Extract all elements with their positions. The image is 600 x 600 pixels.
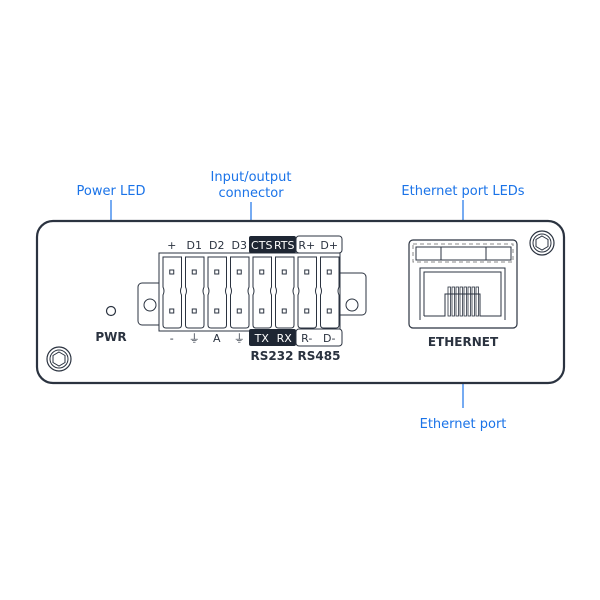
pin-top-label: D3 bbox=[232, 239, 247, 252]
rs232-top-highlight bbox=[249, 236, 296, 253]
pin-bottom-label: A bbox=[213, 332, 221, 345]
pin-bottom-label: TX bbox=[254, 332, 270, 345]
screw-icon bbox=[529, 230, 555, 256]
rs485-label: RS485 bbox=[298, 349, 341, 363]
terminal-pin bbox=[162, 256, 182, 329]
rs232-bottom-highlight bbox=[249, 329, 296, 346]
ground-icon: ⏚ bbox=[189, 332, 200, 345]
mount-hole-icon bbox=[143, 298, 157, 312]
ethernet-contact bbox=[455, 286, 459, 317]
terminal-pin bbox=[297, 256, 317, 329]
ethernet-contact bbox=[471, 286, 475, 317]
pin-top-label: RTS bbox=[274, 239, 295, 252]
mount-hole-icon bbox=[345, 298, 359, 312]
rs485-bottom-highlight bbox=[295, 328, 343, 347]
pin-bottom-label: RX bbox=[277, 332, 293, 345]
ethernet-contact bbox=[447, 286, 451, 317]
ethernet-led-right bbox=[485, 246, 512, 261]
ethernet-contact bbox=[467, 286, 471, 317]
terminal-pin bbox=[252, 256, 272, 329]
terminal-pin bbox=[320, 256, 340, 329]
ethernet-contact bbox=[463, 286, 467, 317]
ethernet-contact bbox=[475, 286, 479, 317]
pin-bottom-label: D- bbox=[323, 332, 335, 345]
terminal-pin bbox=[230, 256, 250, 329]
ethernet-contact bbox=[451, 286, 455, 317]
pwr-label: PWR bbox=[95, 330, 126, 344]
io-connector-callout-line2: connector bbox=[218, 186, 284, 201]
ground-icon: ⏚ bbox=[234, 332, 245, 345]
ethernet-led-left bbox=[415, 246, 442, 261]
pin-top-label: D2 bbox=[209, 239, 224, 252]
rs232-label: RS232 bbox=[251, 349, 294, 363]
terminal-pin bbox=[207, 256, 227, 329]
ethernet-port-callout: Ethernet port bbox=[420, 417, 507, 432]
ethernet-led-center bbox=[440, 246, 487, 261]
io-connector-callout-line1: Input/output bbox=[211, 170, 292, 185]
ethernet-label: ETHERNET bbox=[428, 335, 499, 349]
pin-top-label: + bbox=[167, 239, 176, 252]
rs485-top-highlight bbox=[295, 235, 343, 254]
power-led-callout: Power LED bbox=[77, 184, 146, 199]
ethernet-led-area bbox=[412, 243, 514, 263]
ethernet-contact bbox=[459, 286, 463, 317]
pin-top-label: CTS bbox=[251, 239, 272, 252]
terminal-pin bbox=[185, 256, 205, 329]
pin-top-label: D+ bbox=[320, 239, 338, 252]
pin-top-label: R+ bbox=[298, 239, 315, 252]
screw-icon bbox=[46, 346, 72, 372]
pin-top-label: D1 bbox=[187, 239, 202, 252]
ethernet-leds-callout: Ethernet port LEDs bbox=[401, 184, 524, 199]
terminal-pin bbox=[275, 256, 295, 329]
pin-bottom-label: R- bbox=[301, 332, 312, 345]
pin-bottom-label: - bbox=[170, 332, 174, 345]
ethernet-port bbox=[408, 239, 518, 329]
power-led-icon bbox=[105, 305, 117, 317]
